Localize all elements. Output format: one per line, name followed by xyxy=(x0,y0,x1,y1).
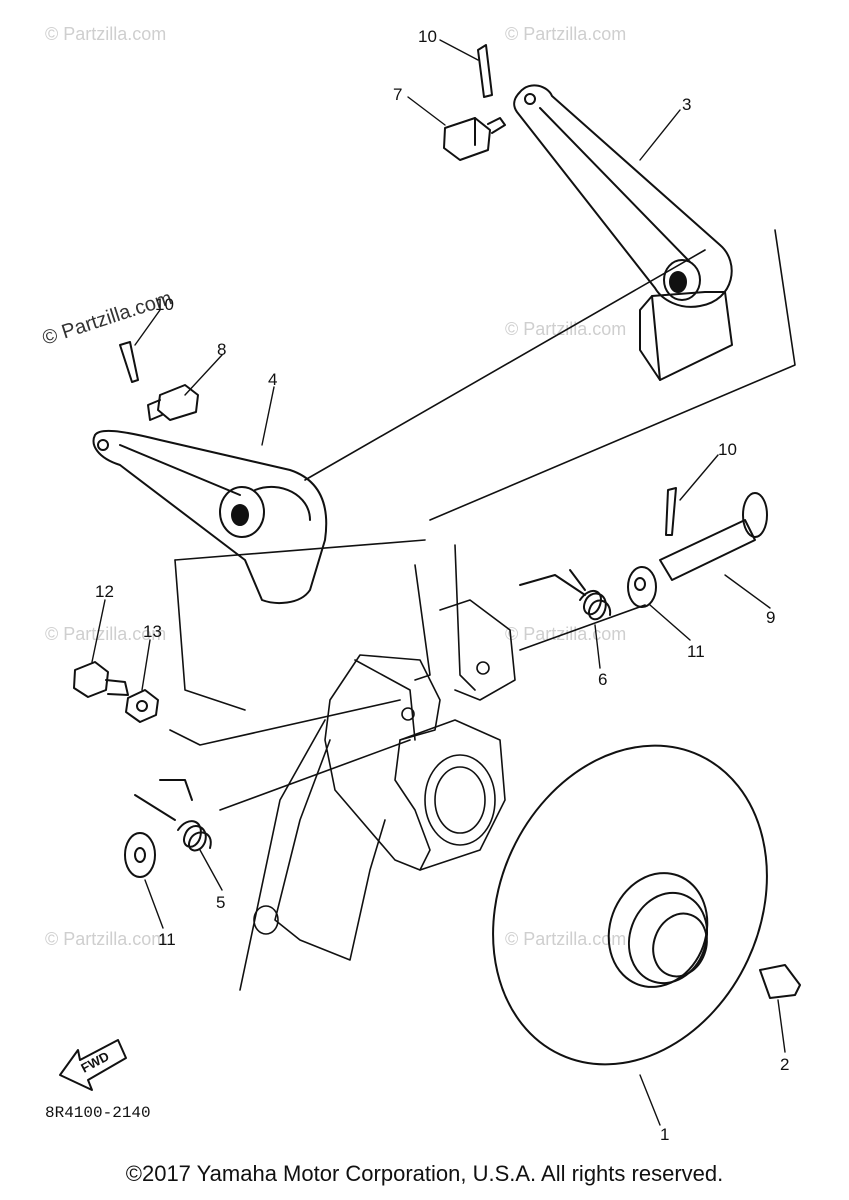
part-11-washer-right xyxy=(627,566,657,608)
callout-11-right: 11 xyxy=(687,642,705,661)
guide-line xyxy=(454,544,476,691)
guide-line xyxy=(219,739,411,811)
callout-11-left: 11 xyxy=(158,930,176,949)
callout-9: 9 xyxy=(766,608,775,627)
watermark-text: © Partzilla.com xyxy=(505,319,626,339)
watermark-text: © Partzilla.com xyxy=(45,24,166,44)
callout-10-top: 10 xyxy=(418,27,437,46)
guide-line xyxy=(414,564,431,681)
callout-2: 2 xyxy=(780,1055,789,1074)
callout-10-left: 10 xyxy=(155,295,174,314)
part-3-arm xyxy=(513,84,733,381)
guide-line xyxy=(174,559,246,711)
guide-line xyxy=(304,249,706,481)
callout-labels: 1 2 3 4 5 6 7 8 9 10 10 10 11 11 12 13 xyxy=(95,27,789,1144)
watermark-text: © Partzilla.com xyxy=(45,929,166,949)
part-5-spring xyxy=(134,779,212,852)
callout-leaders xyxy=(91,39,786,1126)
guide-line xyxy=(174,539,426,561)
part-2-key xyxy=(759,964,801,999)
part-8-pin xyxy=(147,384,199,421)
callout-10-right: 10 xyxy=(718,440,737,459)
callout-7: 7 xyxy=(393,85,402,104)
part-7-pin xyxy=(443,117,506,161)
part-10-cotter-pin-left xyxy=(119,341,139,383)
assembly-guide-lines xyxy=(169,229,796,811)
callout-3: 3 xyxy=(682,95,691,114)
watermark-text: © Partzilla.com xyxy=(505,929,626,949)
callout-13: 13 xyxy=(143,622,162,641)
part-13-nut xyxy=(125,689,159,723)
guide-line xyxy=(169,699,401,746)
guide-line xyxy=(429,229,796,521)
watermark-group: © Partzilla.com © Partzilla.com © Partzi… xyxy=(40,24,627,949)
part-11-washer-left xyxy=(124,832,156,878)
secondary-housing xyxy=(239,599,516,991)
diagram-part-number: 8R4100-2140 xyxy=(45,1104,151,1122)
part-1-sheave xyxy=(492,744,768,1066)
callout-8: 8 xyxy=(217,340,226,359)
part-9-shaft xyxy=(659,492,768,581)
part-6-spring xyxy=(519,569,612,621)
guide-line xyxy=(519,604,646,651)
watermark-text: © Partzilla.com xyxy=(505,24,626,44)
forward-arrow-icon: FWD xyxy=(59,1039,127,1091)
watermark-text: © Partzilla.com xyxy=(45,624,166,644)
callout-12: 12 xyxy=(95,582,114,601)
fwd-label: FWD xyxy=(78,1049,111,1076)
callout-5: 5 xyxy=(216,893,225,912)
callout-4: 4 xyxy=(268,370,277,389)
part-12-bolt xyxy=(73,661,129,698)
part-10-cotter-pin-right xyxy=(665,487,677,536)
callout-6: 6 xyxy=(598,670,607,689)
part-4-arm xyxy=(92,429,328,604)
part-10-cotter-pin-top xyxy=(477,44,493,98)
callout-1: 1 xyxy=(660,1125,669,1144)
copyright-notice: ©2017 Yamaha Motor Corporation, U.S.A. A… xyxy=(125,1161,724,1186)
